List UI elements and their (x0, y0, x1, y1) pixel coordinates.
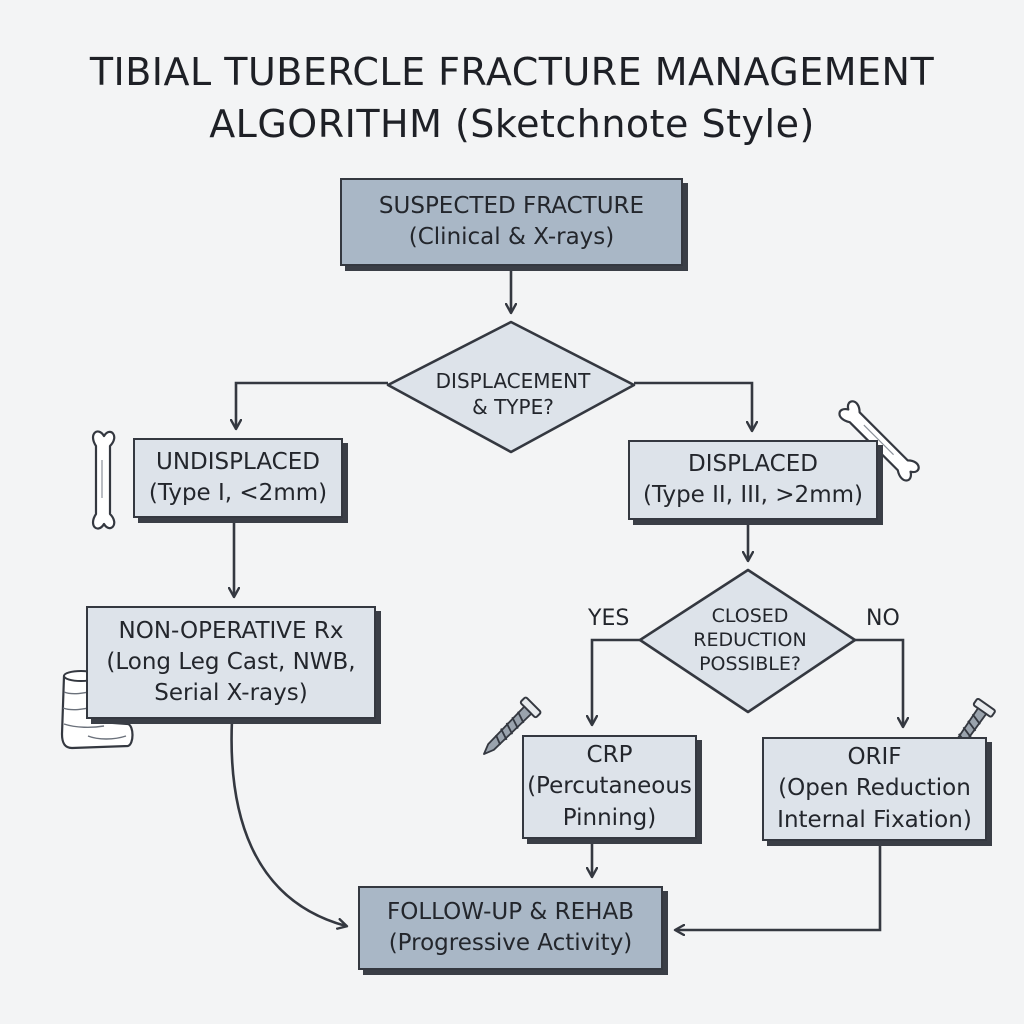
node-non-operative: NON-OPERATIVE Rx (Long Leg Cast, NWB, Se… (86, 606, 376, 719)
node-suspected-fracture: SUSPECTED FRACTURE (Clinical & X-rays) (340, 178, 683, 266)
bone-icon (91, 430, 116, 530)
node-label: FOLLOW-UP & REHAB (387, 898, 634, 925)
bone-icon (838, 400, 920, 482)
decision-displacement-type: DISPLACEMENT & TYPE? (400, 360, 626, 428)
node-label: ORIF (847, 744, 902, 771)
screw-icon (483, 696, 542, 755)
node-undisplaced: UNDISPLACED (Type I, <2mm) (133, 438, 343, 518)
node-sublabel: (Progressive Activity) (388, 930, 633, 956)
arrow-nonoperative-to-followup (230, 719, 346, 926)
node-label: SUSPECTED FRACTURE (378, 192, 645, 219)
arrow-yes-to-crp (592, 638, 640, 724)
node-sublabel: (Long Leg Cast, NWB, (106, 648, 356, 675)
diamond-closed-reduction (638, 568, 857, 714)
branch-label-no: NO (866, 606, 900, 631)
node-sublabel: (Clinical & X-rays) (408, 224, 615, 250)
node-label: CRP (586, 742, 633, 769)
decision-label: DISPLACEMENT (435, 369, 591, 393)
decision-closed-reduction: CLOSED REDUCTION POSSIBLE? (660, 594, 840, 688)
node-sublabel: (Percutaneous (527, 773, 692, 800)
diagram-subtitle: ALGORITHM (Sketchnote Style) (209, 102, 815, 146)
branch-label-yes: YES (588, 606, 630, 631)
decision-label: REDUCTION (693, 629, 807, 652)
decision-label: POSSIBLE? (699, 652, 801, 675)
node-sublabel: Internal Fixation) (777, 806, 972, 833)
node-follow-up-rehab: FOLLOW-UP & REHAB (Progressive Activity) (358, 886, 663, 970)
decision-label: & TYPE? (472, 395, 554, 419)
node-sublabel: (Open Reduction (778, 775, 971, 802)
diagram-title: TIBIAL TUBERCLE FRACTURE MANAGEMENT (89, 50, 935, 94)
node-orif: ORIF (Open Reduction Internal Fixation) (762, 737, 987, 841)
node-label: DISPLACED (688, 450, 818, 477)
arrow-no-to-orif (855, 638, 903, 726)
arrow-decision-to-displaced (634, 381, 752, 430)
node-crp: CRP (Percutaneous Pinning) (522, 735, 697, 839)
diamond-displacement (386, 320, 636, 454)
node-sublabel: (Type II, III, >2mm) (643, 482, 863, 508)
node-sublabel: Serial X-rays) (154, 680, 308, 707)
arrow-decision-to-undisplaced (236, 381, 388, 428)
node-label: UNDISPLACED (156, 448, 320, 475)
node-sublabel: (Type I, <2mm) (148, 480, 328, 506)
node-displaced: DISPLACED (Type II, III, >2mm) (628, 440, 878, 520)
node-sublabel: Pinning) (562, 804, 657, 831)
decision-label: CLOSED (711, 605, 789, 628)
arrow-orif-to-followup (676, 842, 882, 930)
node-label: NON-OPERATIVE Rx (118, 617, 344, 644)
